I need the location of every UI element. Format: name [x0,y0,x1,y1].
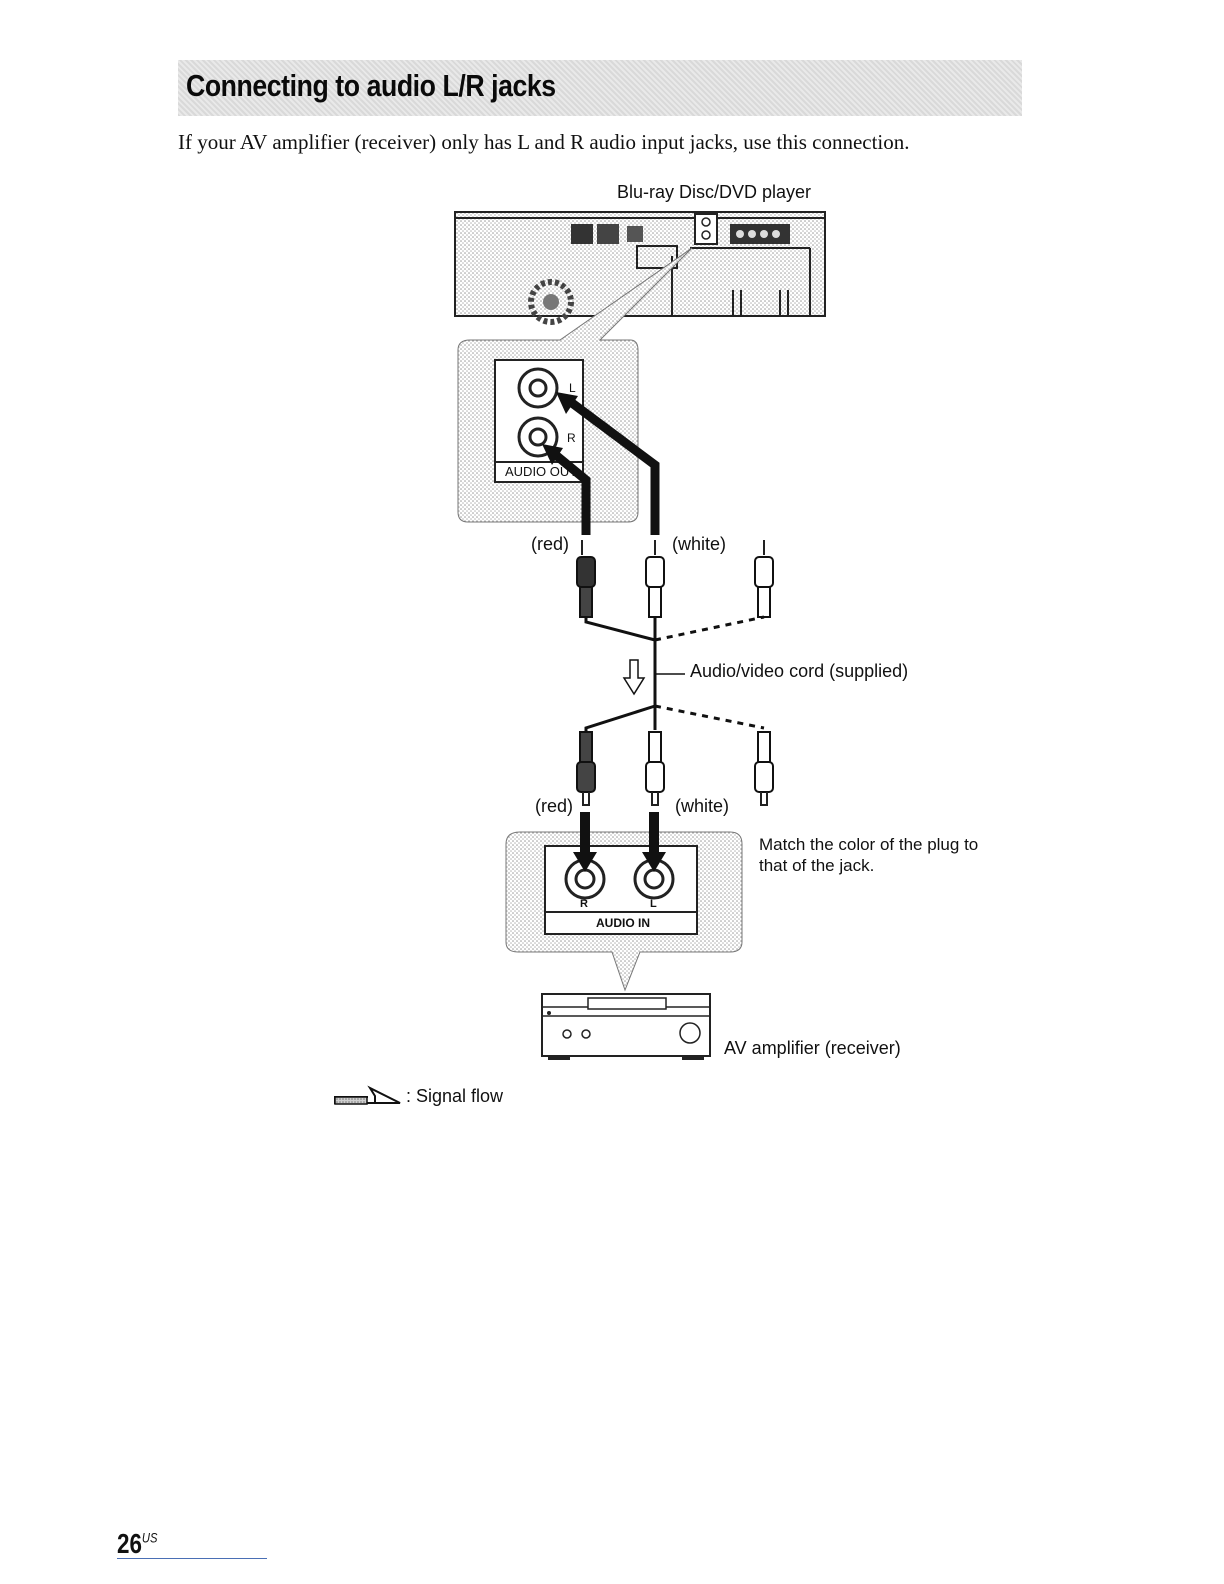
signal-flow-legend-icon [334,1085,401,1105]
intro-text: If your AV amplifier (receiver) only has… [178,130,910,154]
signal-flow-legend: : Signal flow [406,1086,504,1106]
av-amplifier-icon [541,993,711,1060]
signal-arrows-top [542,392,660,535]
red-top-label: (red) [531,534,570,554]
player-jack-r-label: R [567,431,576,445]
player-audio-out-label: AUDIO OUT [505,464,578,479]
red-bottom-label: (red) [535,796,574,816]
amp-audio-in-label: AUDIO IN [596,916,650,930]
page-rule [117,1558,267,1559]
section-title: Connecting to audio L/R jacks [186,68,556,103]
page-number: 26US [117,1528,157,1560]
amp-jack-r-label: R [580,898,588,910]
player-label: Blu-ray Disc/DVD player [617,182,812,202]
player-jack-l-label: L [569,381,576,395]
amp-label: AV amplifier (receiver) [724,1038,901,1058]
match-color-note: Match the color of the plug to that of t… [759,835,979,875]
white-top-label: (white) [672,534,727,554]
amp-jack-l-label: L [650,898,657,910]
white-bottom-label: (white) [675,796,730,816]
signal-arrows-bottom [573,812,666,872]
player-rear-panel [454,211,826,325]
section-heading: Connecting to audio L/R jacks [178,60,1022,116]
page-suffix: US [141,1529,158,1546]
top-plugs [576,540,774,618]
amp-jack-callout [505,831,743,992]
cord-label: Audio/video cord (supplied) [690,661,909,681]
bottom-plugs [576,731,774,806]
page-number-value: 26 [117,1528,142,1559]
